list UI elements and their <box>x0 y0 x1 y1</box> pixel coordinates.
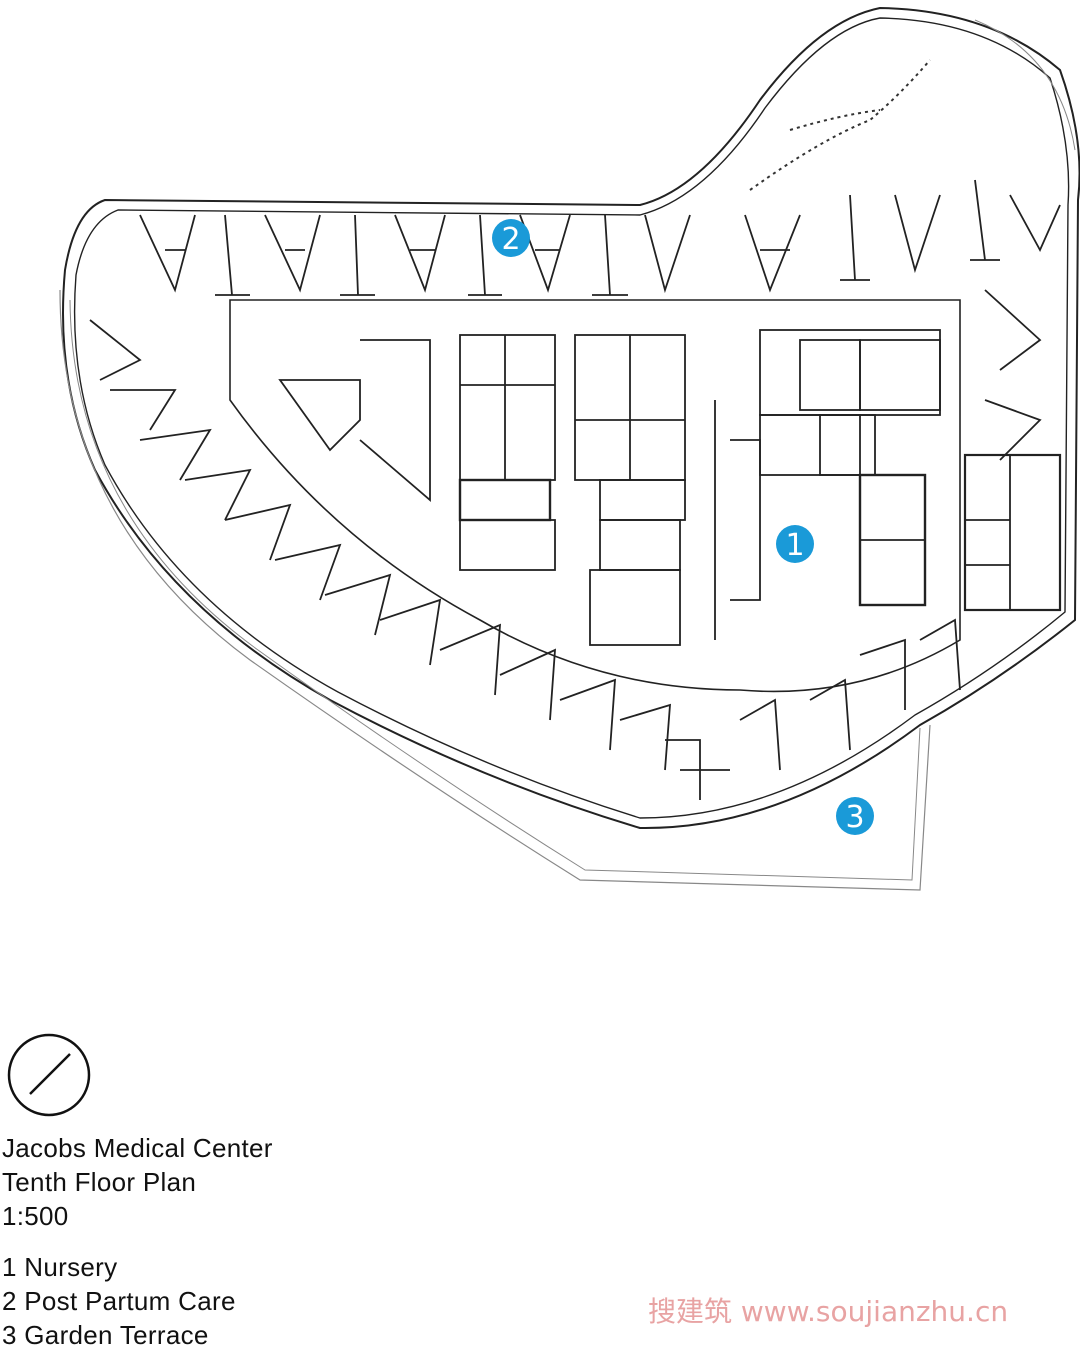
plan-title: Jacobs Medical Center <box>2 1133 273 1163</box>
patient-rooms-top <box>139 179 1061 296</box>
legend-item-nursery: 1 Nursery <box>2 1252 118 1282</box>
north-arrow-icon <box>7 1033 91 1117</box>
patient-rooms-bottom <box>665 289 1042 800</box>
plan-markers: 1 2 3 <box>492 219 874 835</box>
plan-scale: 1:500 <box>2 1201 69 1231</box>
marker-circle-3 <box>836 797 874 835</box>
floor-plan-drawing: 1 2 3 <box>59 6 1080 891</box>
watermark: 搜建筑 www.soujianzhu.cn <box>648 1295 1009 1328</box>
legend-item-post-partum-care: 2 Post Partum Care <box>2 1286 236 1316</box>
plan-subtitle: Tenth Floor Plan <box>2 1167 197 1197</box>
marker-number-1: 1 <box>785 528 804 563</box>
marker-circle-1 <box>776 525 814 563</box>
building-outline <box>59 6 1080 891</box>
corridor-ring <box>229 299 961 693</box>
marker-circle-2 <box>492 219 530 257</box>
marker-number-2: 2 <box>501 222 520 257</box>
service-core <box>278 329 1062 646</box>
garden-terrace-planting <box>749 59 931 191</box>
marker-number-3: 3 <box>845 800 864 835</box>
legend-item-garden-terrace: 3 Garden Terrace <box>2 1320 209 1350</box>
patient-rooms-left <box>89 319 671 771</box>
